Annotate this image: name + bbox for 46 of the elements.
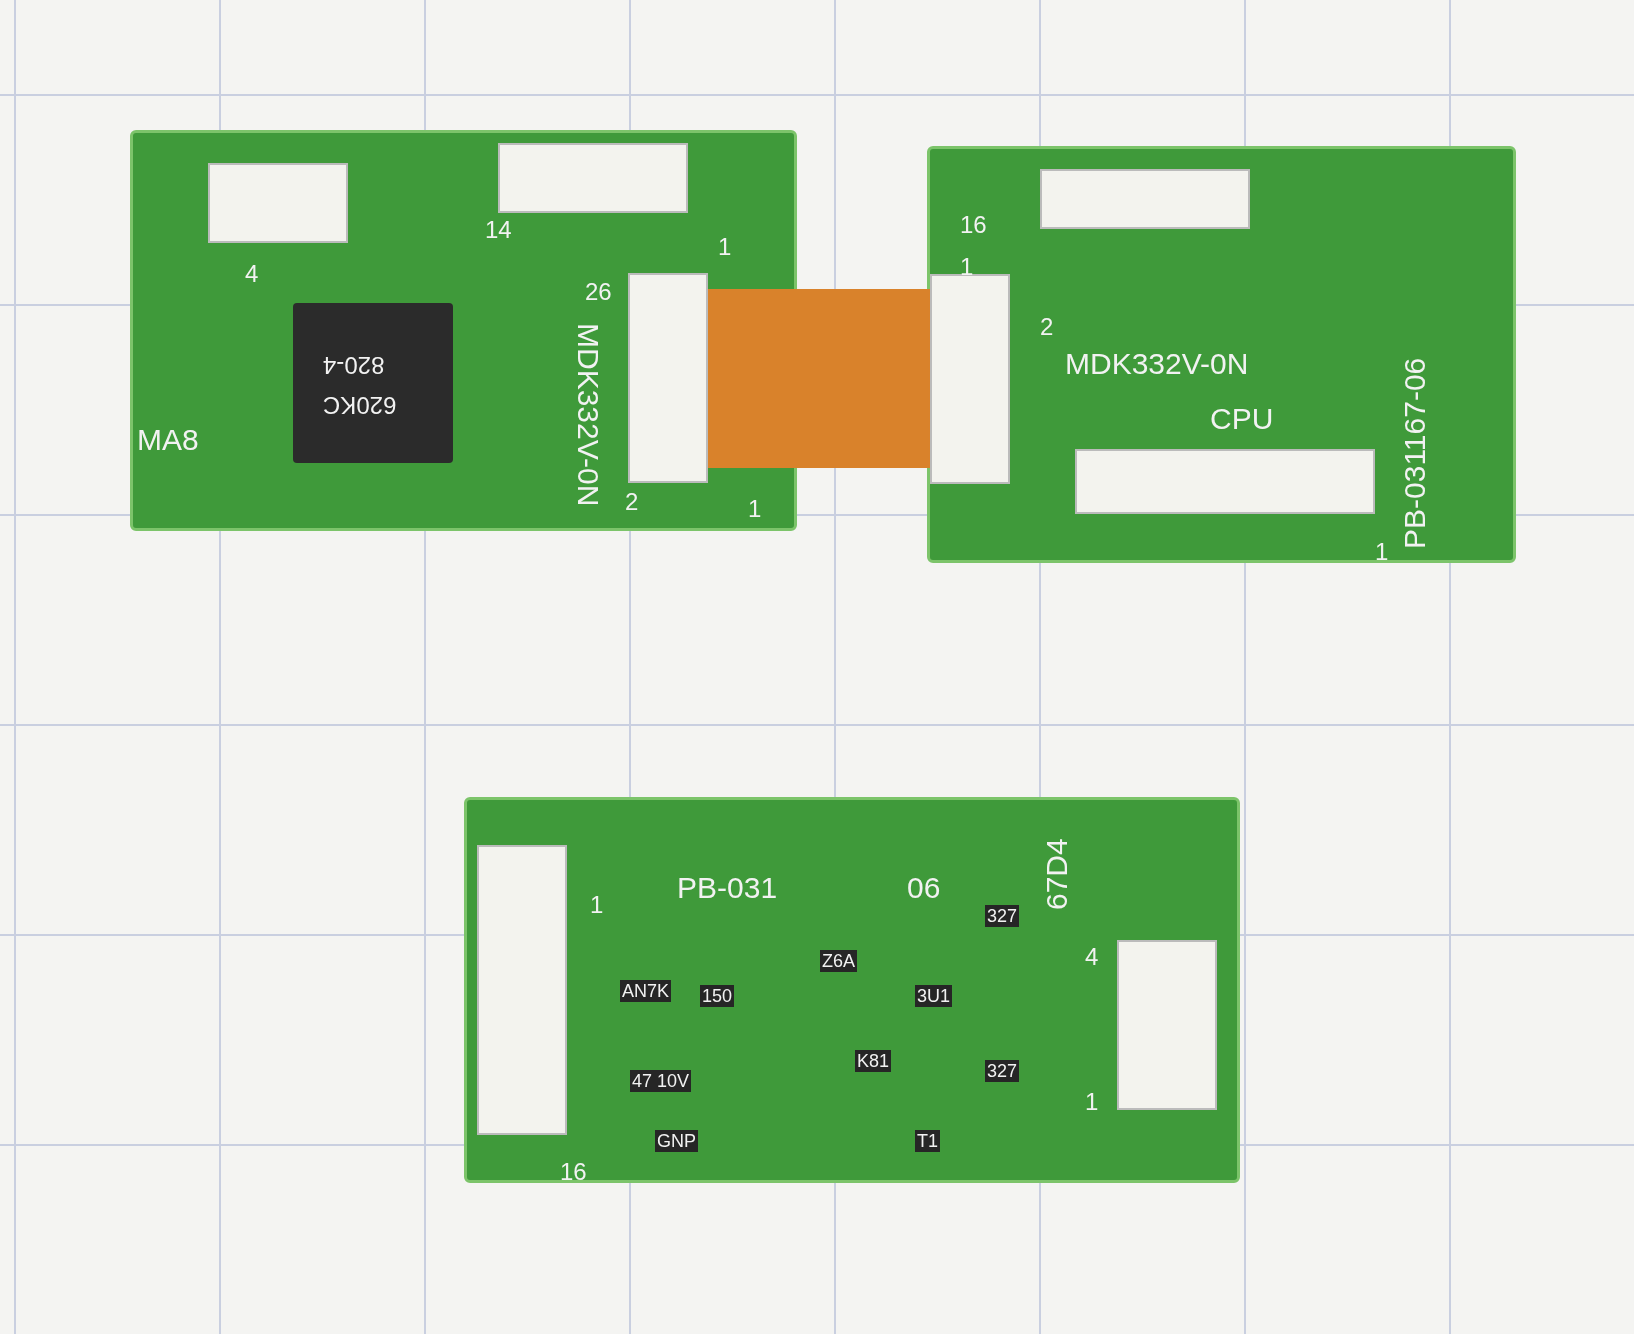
connector-socket [1040,169,1250,229]
component-marking: 327 [985,1060,1020,1082]
pin-number: 16 [960,213,987,237]
board-marking: MDK332V-0N [573,323,603,507]
component-marking: 47 10V [630,1070,692,1092]
component-marking: 327 [985,905,1020,927]
board-marking: MDK332V-0N [1065,349,1249,379]
pin-number: 16 [560,1160,587,1184]
circuit-board [927,146,1516,563]
component-marking: T1 [915,1130,940,1152]
pin-number: 26 [585,280,612,304]
pin-number: 1 [960,255,974,279]
component-marking: AN7K [620,980,672,1002]
connector-socket [1075,449,1375,514]
pin-number: 1 [748,497,762,521]
component-marking: 150 [700,985,735,1007]
board-marking: CPU [1210,404,1274,434]
connector-socket [498,143,688,213]
board-marking: 67D4 [1042,838,1072,910]
component-marking: GNP [655,1130,698,1152]
board-marking: PB-031 [677,873,778,903]
connector-socket [208,163,348,243]
pin-number: 4 [1085,945,1099,969]
component-marking: K81 [855,1050,892,1072]
pin-number: 1 [1375,540,1389,564]
chip-marking: 820-4 [323,353,385,377]
pin-number: 1 [718,235,732,259]
microchip [293,303,453,463]
board-marking: MA8 [137,425,199,455]
circuit-board [130,130,797,531]
connector-socket [1117,940,1217,1110]
board-marking: 06 [907,873,941,903]
connector-socket [477,845,567,1135]
connector-socket [930,274,1010,484]
pin-number: 1 [1085,1090,1099,1114]
component-marking: Z6A [820,950,857,972]
connector-socket [628,273,708,483]
pin-number: 4 [245,262,259,286]
circuit-board [464,797,1240,1183]
pin-number: 14 [485,218,512,242]
pin-number: 2 [1040,315,1054,339]
pin-number: 1 [590,893,604,917]
pin-number: 2 [625,490,639,514]
board-marking: PB-031167-06 [1400,357,1430,549]
component-marking: 3U1 [915,985,953,1007]
chip-marking: 620KC [323,393,397,417]
